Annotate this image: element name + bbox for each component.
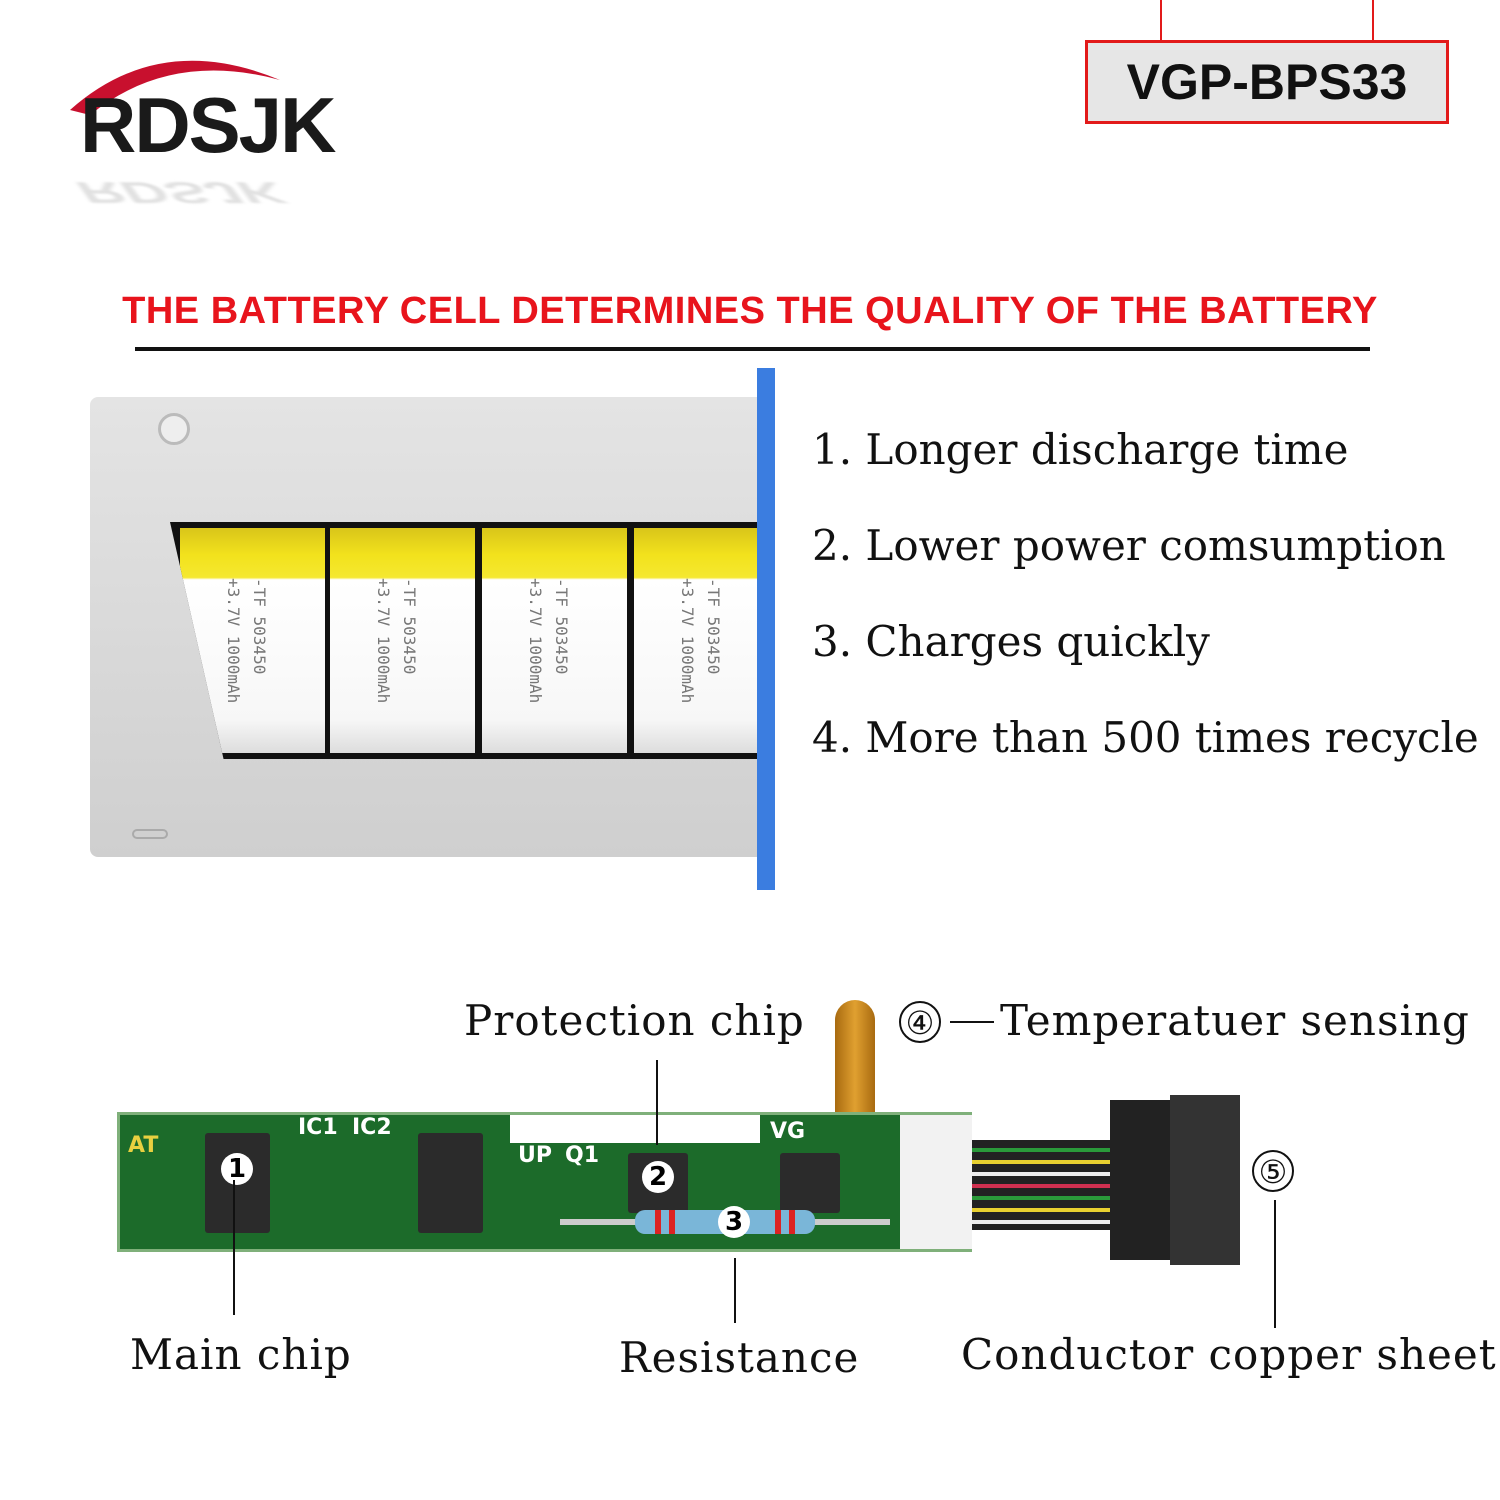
pcb-end-cap	[900, 1115, 972, 1249]
logo-swoosh-icon	[70, 60, 280, 115]
cable-wires	[972, 1140, 1112, 1230]
marker-4: ④	[899, 1001, 941, 1043]
marker-5: ⑤	[1252, 1150, 1294, 1192]
silkscreen-label: UP	[518, 1143, 552, 1168]
protection-chip: 2	[628, 1153, 688, 1213]
arrow-resistance	[734, 1258, 736, 1323]
feature-item: 2. Lower power comsumption	[812, 521, 1446, 570]
brand-logo: RDSJK RDSJK	[60, 40, 460, 210]
temperature-sensor	[835, 1000, 875, 1112]
silkscreen-label: IC1	[298, 1115, 338, 1140]
blue-divider	[757, 368, 775, 890]
feature-item: 4. More than 500 times recycle	[812, 713, 1479, 762]
silkscreen-label: AT	[128, 1133, 159, 1158]
conductor-label: Conductor copper sheet	[961, 1330, 1497, 1379]
mosfet-chip	[780, 1153, 840, 1213]
silkscreen-label: VG	[770, 1119, 806, 1144]
headline: THE BATTERY CELL DETERMINES THE QUALITY …	[122, 290, 1378, 332]
feature-item: 1. Longer discharge time	[812, 425, 1349, 474]
logo-reflection: RDSJK	[67, 175, 296, 210]
arrow-protection	[656, 1060, 658, 1145]
battery-cell: -TF 503450 +3.7V 1000mAh	[634, 528, 765, 753]
model-label: VGP-BPS33	[1085, 40, 1449, 124]
battery-cells-window: -TF 503450 +3.7V 1000mAh -TF 503450 +3.7…	[170, 522, 765, 759]
temperature-label: Temperatuer sensing	[1000, 996, 1470, 1045]
feature-item: 3. Charges quickly	[812, 617, 1210, 666]
main-chip-label: Main chip	[130, 1330, 352, 1379]
cable-connector	[1110, 1095, 1240, 1265]
pcb-board: AT IC1 IC2 UP Q1 VG 1 2 3	[117, 1112, 972, 1252]
screw-icon	[158, 413, 190, 445]
silkscreen-label: Q1	[565, 1143, 600, 1168]
ic-chip	[418, 1133, 483, 1233]
pcb-white-strip	[510, 1115, 760, 1143]
model-line	[1372, 0, 1374, 40]
logo-text: RDSJK	[80, 81, 336, 169]
model-line	[1160, 0, 1162, 40]
resistor: 3	[635, 1206, 815, 1238]
battery-cell: -TF 503450 +3.7V 1000mAh	[180, 528, 325, 753]
battery-cell: -TF 503450 +3.7V 1000mAh	[330, 528, 475, 753]
silkscreen-label: IC2	[352, 1115, 392, 1140]
slot-icon	[132, 829, 168, 839]
battery-cell: -TF 503450 +3.7V 1000mAh	[482, 528, 627, 753]
arrow-conductor	[1274, 1200, 1276, 1328]
divider	[135, 347, 1370, 351]
arrow-main	[233, 1180, 235, 1315]
main-chip: 1	[205, 1133, 270, 1233]
resistance-label: Resistance	[619, 1333, 860, 1382]
arrow-right-icon	[950, 1021, 994, 1023]
protection-chip-label: Protection chip	[464, 996, 805, 1045]
